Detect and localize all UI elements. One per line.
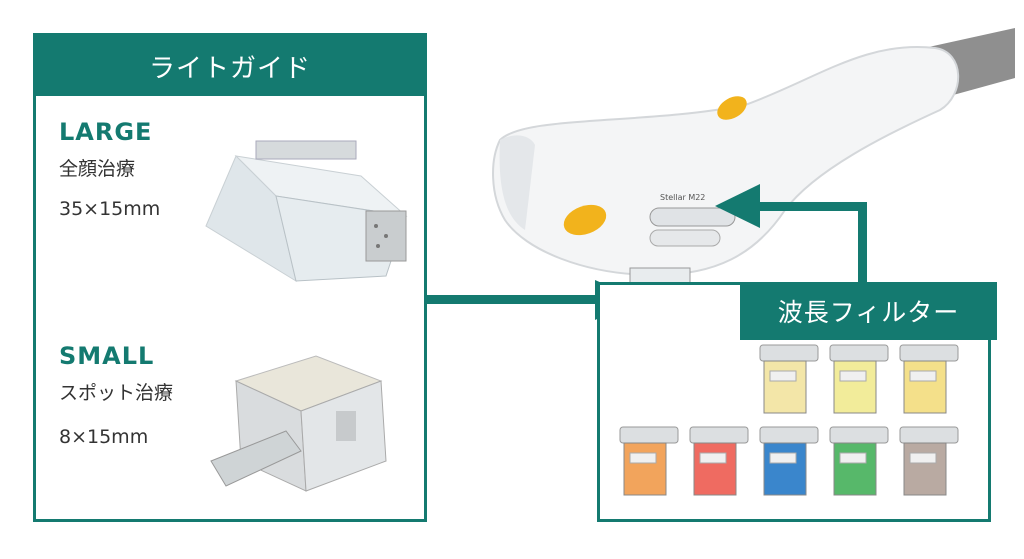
filter-panel: 波長フィルター	[597, 282, 997, 522]
filter-arrow	[715, 184, 867, 282]
small-label: SMALL	[59, 342, 155, 370]
filter-cartridge	[759, 426, 819, 496]
filter-cartridge	[829, 344, 889, 414]
large-size: 35×15mm	[59, 198, 161, 220]
small-use: スポット治療	[59, 382, 174, 404]
large-use: 全顔治療	[59, 158, 136, 180]
small-light-guide-image	[210, 355, 387, 492]
filter-cartridge	[899, 426, 959, 496]
handpiece-brand-label: Stellar M22	[660, 193, 705, 202]
filter-cartridge	[619, 426, 679, 496]
large-light-guide-image	[205, 140, 408, 283]
light-guide-title: ライトガイド	[36, 36, 424, 96]
filter-cartridge	[689, 426, 749, 496]
filter-cartridge	[899, 344, 959, 414]
large-label: LARGE	[59, 118, 153, 146]
filter-grid	[619, 344, 959, 496]
filter-title: 波長フィルター	[740, 282, 997, 340]
light-guide-panel: ライトガイド LARGE 全顔治療 35×15mm SMALL スポット治療 8…	[33, 33, 427, 522]
filter-cartridge	[759, 344, 819, 414]
small-size: 8×15mm	[59, 426, 149, 448]
filter-cartridge	[829, 426, 889, 496]
